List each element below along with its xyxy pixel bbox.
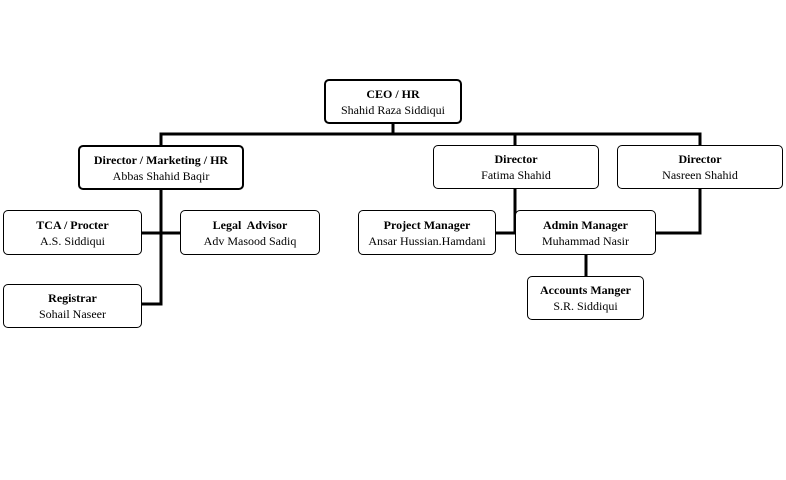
node-title: Director bbox=[494, 152, 538, 166]
node-name: Fatima Shahid bbox=[481, 168, 551, 182]
node-name: Nasreen Shahid bbox=[662, 168, 738, 182]
node-name: Shahid Raza Siddiqui bbox=[341, 102, 445, 117]
node-ceo: CEO / HR Shahid Raza Siddiqui bbox=[324, 79, 462, 124]
node-director-marketing: Director / Marketing / HR Abbas Shahid B… bbox=[78, 145, 244, 190]
node-title: Director / Marketing / HR bbox=[93, 152, 229, 167]
node-title: CEO / HR bbox=[366, 86, 420, 101]
node-title: Registrar bbox=[48, 291, 97, 305]
node-legal-advisor: Legal Advisor Adv Masood Sadiq bbox=[180, 210, 320, 255]
node-name: S.R. Siddiqui bbox=[553, 299, 618, 313]
node-title: Project Manager bbox=[383, 217, 471, 232]
node-name: Ansar Hussian.Hamdani bbox=[368, 233, 486, 248]
node-tca-procter: TCA / Procter A.S. Siddiqui bbox=[3, 210, 142, 255]
node-accounts-manager: Accounts Manger S.R. Siddiqui bbox=[527, 276, 644, 320]
node-name: Abbas Shahid Baqir bbox=[112, 168, 210, 183]
node-project-manager: Project Manager Ansar Hussian.Hamdani bbox=[358, 210, 496, 255]
node-title: Admin Manager bbox=[543, 217, 628, 232]
node-title: TCA / Procter bbox=[36, 217, 109, 232]
node-name: A.S. Siddiqui bbox=[39, 233, 105, 248]
node-director-nasreen: Director Nasreen Shahid bbox=[617, 145, 783, 189]
node-title: Director bbox=[678, 152, 722, 166]
node-admin-manager: Admin Manager Muhammad Nasir bbox=[515, 210, 656, 255]
node-name: Sohail Naseer bbox=[39, 307, 106, 321]
node-name: Muhammad Nasir bbox=[542, 233, 629, 248]
node-name: Adv Masood Sadiq bbox=[203, 233, 297, 248]
node-title: Accounts Manger bbox=[540, 283, 631, 297]
node-title: Legal Advisor bbox=[212, 217, 288, 232]
node-registrar: Registrar Sohail Naseer bbox=[3, 284, 142, 328]
node-director-fatima: Director Fatima Shahid bbox=[433, 145, 599, 189]
